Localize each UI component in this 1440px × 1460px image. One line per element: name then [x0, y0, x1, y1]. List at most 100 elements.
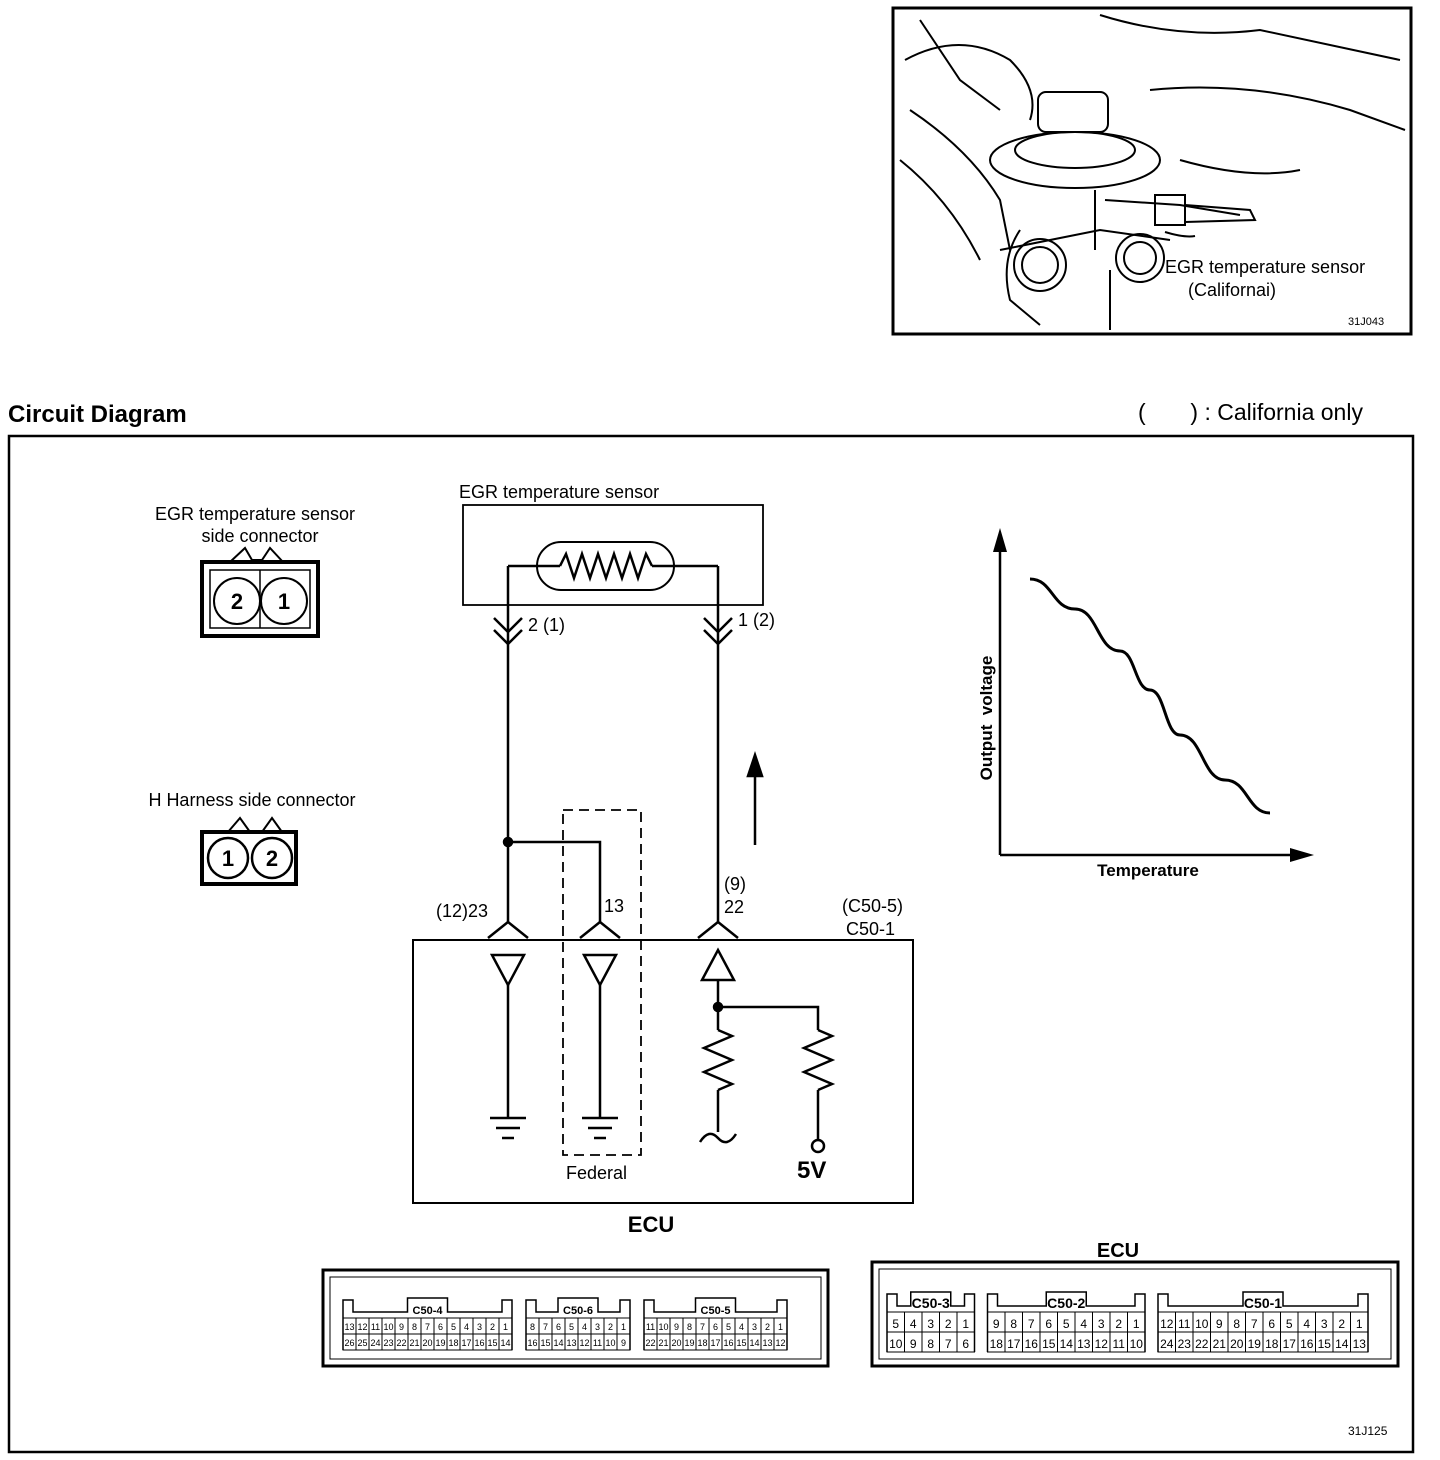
y-axis-arrow — [993, 528, 1007, 552]
connector-block-c50-6 — [525, 1297, 631, 1350]
pin-number: 12 — [357, 1322, 367, 1332]
pin-cell — [956, 1331, 975, 1353]
ecu-box — [412, 939, 914, 1204]
photo-callout-sub: (Californai) — [1188, 280, 1276, 300]
pin-number: 5 — [569, 1322, 574, 1332]
connector-block-name: C50-1 — [1244, 1295, 1282, 1311]
pin-number: 6 — [1268, 1317, 1275, 1331]
pin-number: 14 — [749, 1338, 759, 1348]
pin-number: 4 — [910, 1317, 917, 1331]
pin-number: 7 — [700, 1322, 705, 1332]
pin-number: 12 — [1095, 1337, 1109, 1351]
pin-number: 17 — [710, 1338, 720, 1348]
ecu-connector-ca: (C50-5) — [842, 896, 903, 916]
connector-block-name: C50-3 — [912, 1295, 950, 1311]
pin-cell — [773, 1333, 788, 1351]
california-legend: ( ) : California only — [1138, 399, 1363, 425]
pin-number: 13 — [566, 1338, 576, 1348]
pin-number: 22 — [396, 1338, 406, 1348]
x-axis-arrow — [1290, 848, 1314, 862]
pin-number: 11 — [1178, 1317, 1191, 1331]
svg-text:1: 1 — [222, 846, 234, 871]
pin-number: 9 — [910, 1337, 917, 1351]
pin-number: 16 — [527, 1338, 537, 1348]
svg-text:EGR temperature sensor: EGR temperature sensor — [155, 504, 355, 524]
pin-number: 4 — [1080, 1317, 1087, 1331]
pin-number: 24 — [370, 1338, 380, 1348]
y-axis-label: Output voltage — [977, 656, 996, 781]
pin-number: 17 — [1283, 1337, 1297, 1351]
pin-number: 5 — [726, 1322, 731, 1332]
pin-number: 9 — [399, 1322, 404, 1332]
pin-number: 18 — [990, 1337, 1004, 1351]
pin-number: 16 — [723, 1338, 733, 1348]
pin-number: 6 — [438, 1322, 443, 1332]
connector-block-c50-5 — [643, 1297, 788, 1350]
pin-number: 17 — [1007, 1337, 1021, 1351]
pin-number: 10 — [889, 1337, 903, 1351]
federal-box — [562, 809, 642, 1156]
pin-number: 16 — [1300, 1337, 1314, 1351]
pin-number: 7 — [425, 1322, 430, 1332]
pin-cell — [1350, 1331, 1369, 1353]
connector-block-name: C50-6 — [563, 1305, 593, 1317]
pin-number: 23 — [1178, 1337, 1192, 1351]
pin-number: 9 — [1216, 1317, 1223, 1331]
pin-number: 8 — [530, 1322, 535, 1332]
pin-cell — [498, 1333, 513, 1351]
pin-number: 3 — [1321, 1317, 1328, 1331]
pin-number: 19 — [435, 1338, 445, 1348]
pin-number: 1 — [1133, 1317, 1140, 1331]
pin-number: 4 — [582, 1322, 587, 1332]
circuit-schematic — [412, 504, 914, 1204]
pin-number: 6 — [713, 1322, 718, 1332]
pin-number: 13 — [344, 1322, 354, 1332]
ecu-pin-mid: 13 — [604, 896, 624, 916]
pin-number: 7 — [945, 1337, 952, 1351]
pin-number: 3 — [477, 1322, 482, 1332]
pin-number: 6 — [556, 1322, 561, 1332]
pin-number: 25 — [357, 1338, 367, 1348]
page-title: Circuit Diagram — [8, 401, 187, 428]
pin-number: 7 — [543, 1322, 548, 1332]
pin-number: 14 — [500, 1338, 510, 1348]
harness-side-connector: H Harness side connector 1 2 — [148, 790, 356, 886]
photo-figure-id: 31J043 — [1348, 316, 1384, 328]
pin-number: 3 — [595, 1322, 600, 1332]
pin-number: 22 — [645, 1338, 655, 1348]
pin-number: 16 — [474, 1338, 484, 1348]
output-voltage-chart: Temperature Output voltage — [977, 528, 1314, 880]
pin-number: 15 — [736, 1338, 746, 1348]
connector-block-name: C50-2 — [1047, 1295, 1085, 1311]
pin-number: 9 — [993, 1317, 1000, 1331]
pin-number: 8 — [1010, 1317, 1017, 1331]
pin-number: 11 — [593, 1338, 602, 1348]
pin-number: 23 — [383, 1338, 393, 1348]
svg-text:H Harness side connector: H Harness side connector — [148, 790, 355, 810]
pin-number: 15 — [487, 1338, 497, 1348]
pin-number: 5 — [892, 1317, 899, 1331]
pin-number: 5 — [451, 1322, 456, 1332]
pin-number: 14 — [1060, 1337, 1074, 1351]
svg-text:side connector: side connector — [201, 526, 318, 546]
svg-text:1: 1 — [278, 589, 290, 614]
pin-number: 6 — [1045, 1317, 1052, 1331]
pin-number: 2 — [945, 1317, 952, 1331]
pin-number: 9 — [674, 1322, 679, 1332]
pin-number: 14 — [553, 1338, 563, 1348]
svg-text:2: 2 — [231, 589, 243, 614]
pin-number: 20 — [671, 1338, 681, 1348]
pin-number: 21 — [409, 1338, 419, 1348]
pin-number: 11 — [1113, 1337, 1126, 1351]
pin-number: 3 — [927, 1317, 934, 1331]
pin-number: 14 — [1335, 1337, 1349, 1351]
pin-number: 26 — [344, 1338, 354, 1348]
pin-number: 12 — [1160, 1317, 1174, 1331]
pin-number: 24 — [1160, 1337, 1174, 1351]
pin-number: 4 — [1303, 1317, 1310, 1331]
pin-number: 1 — [503, 1322, 508, 1332]
diagram-frame — [7, 434, 1415, 1454]
federal-label: Federal — [566, 1163, 627, 1183]
